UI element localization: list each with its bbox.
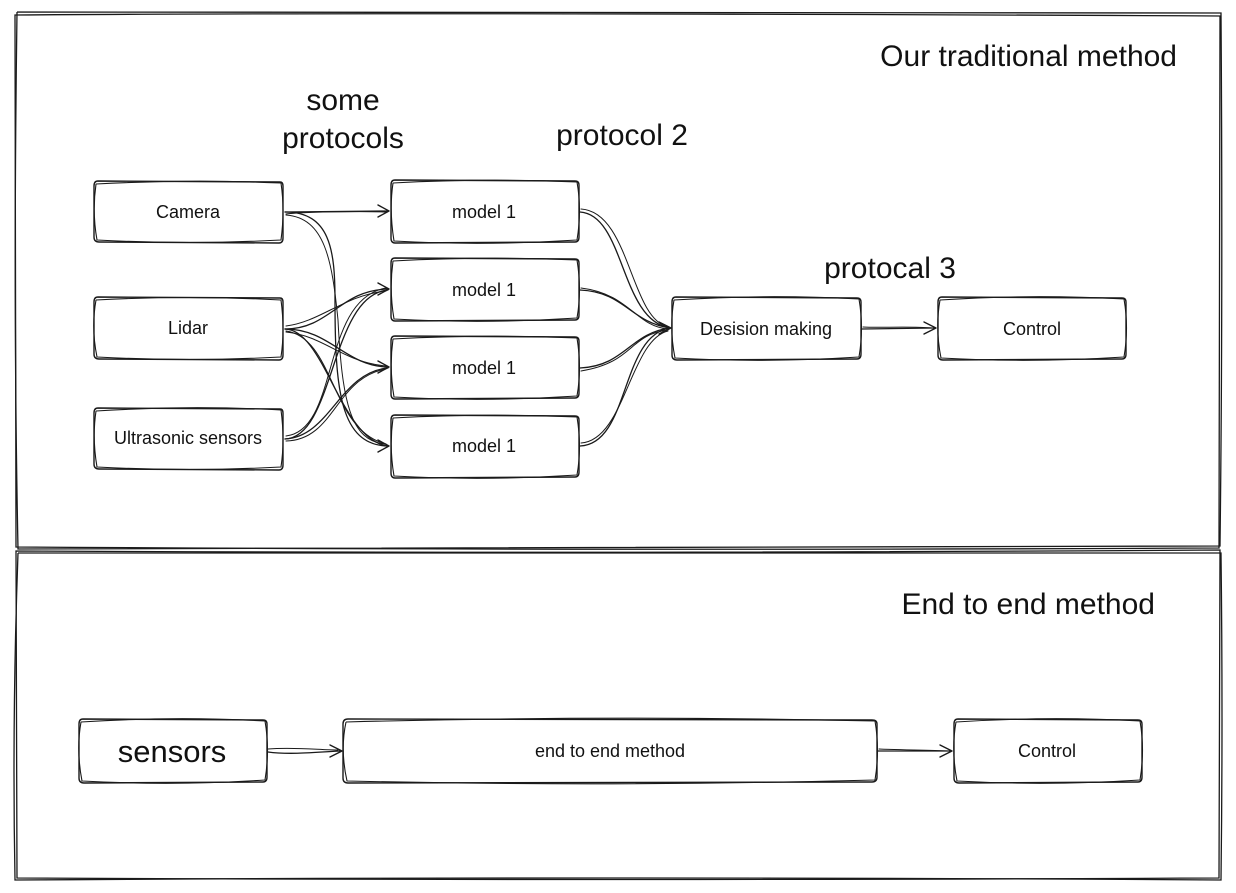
node-model-3: model 1 <box>390 335 581 400</box>
node-control-end-to-end: Control <box>953 718 1144 784</box>
node-decision-making-label: Desision making <box>700 319 832 339</box>
node-model-3-label: model 1 <box>452 358 516 378</box>
node-lidar-label: Lidar <box>168 318 208 338</box>
edge-method-to-control <box>877 744 953 758</box>
node-ultrasonic: Ultrasonic sensors <box>93 407 284 471</box>
end-to-end-section-title: End to end method <box>901 588 1155 621</box>
node-model-2-label: model 1 <box>452 280 516 300</box>
node-control-end-to-end-label: Control <box>1018 741 1076 761</box>
node-end-to-end-method-label: end to end method <box>535 741 685 761</box>
edges-models-to-decision <box>579 208 672 447</box>
node-model-1-label: model 1 <box>452 202 516 222</box>
node-control-traditional: Control <box>937 296 1128 361</box>
node-model-2: model 1 <box>390 257 581 322</box>
node-sensors-label: sensors <box>118 734 227 769</box>
node-camera-label: Camera <box>156 202 221 222</box>
node-end-to-end-method: end to end method <box>342 717 879 785</box>
node-camera: Camera <box>93 180 284 244</box>
edge-sensors-to-method <box>267 744 343 758</box>
edge-decision-to-control <box>861 321 937 335</box>
edge-label-protocols-line2: protocols <box>282 122 404 155</box>
node-model-4: model 1 <box>390 414 581 479</box>
edge-label-protocal-3: protocal 3 <box>824 252 956 285</box>
traditional-section-title: Our traditional method <box>880 40 1177 73</box>
edge-label-protocols-line1: some <box>306 84 379 117</box>
end-to-end-section-frame <box>13 549 1223 881</box>
node-model-4-label: model 1 <box>452 436 516 456</box>
node-model-1: model 1 <box>390 179 581 244</box>
node-lidar: Lidar <box>93 296 284 361</box>
edges-sensors-to-models <box>284 204 390 453</box>
edge-label-protocol-2: protocol 2 <box>556 119 688 152</box>
node-decision-making: Desision making <box>671 296 863 361</box>
node-sensors: sensors <box>78 718 269 784</box>
node-control-traditional-label: Control <box>1003 319 1061 339</box>
node-ultrasonic-label: Ultrasonic sensors <box>114 428 262 448</box>
